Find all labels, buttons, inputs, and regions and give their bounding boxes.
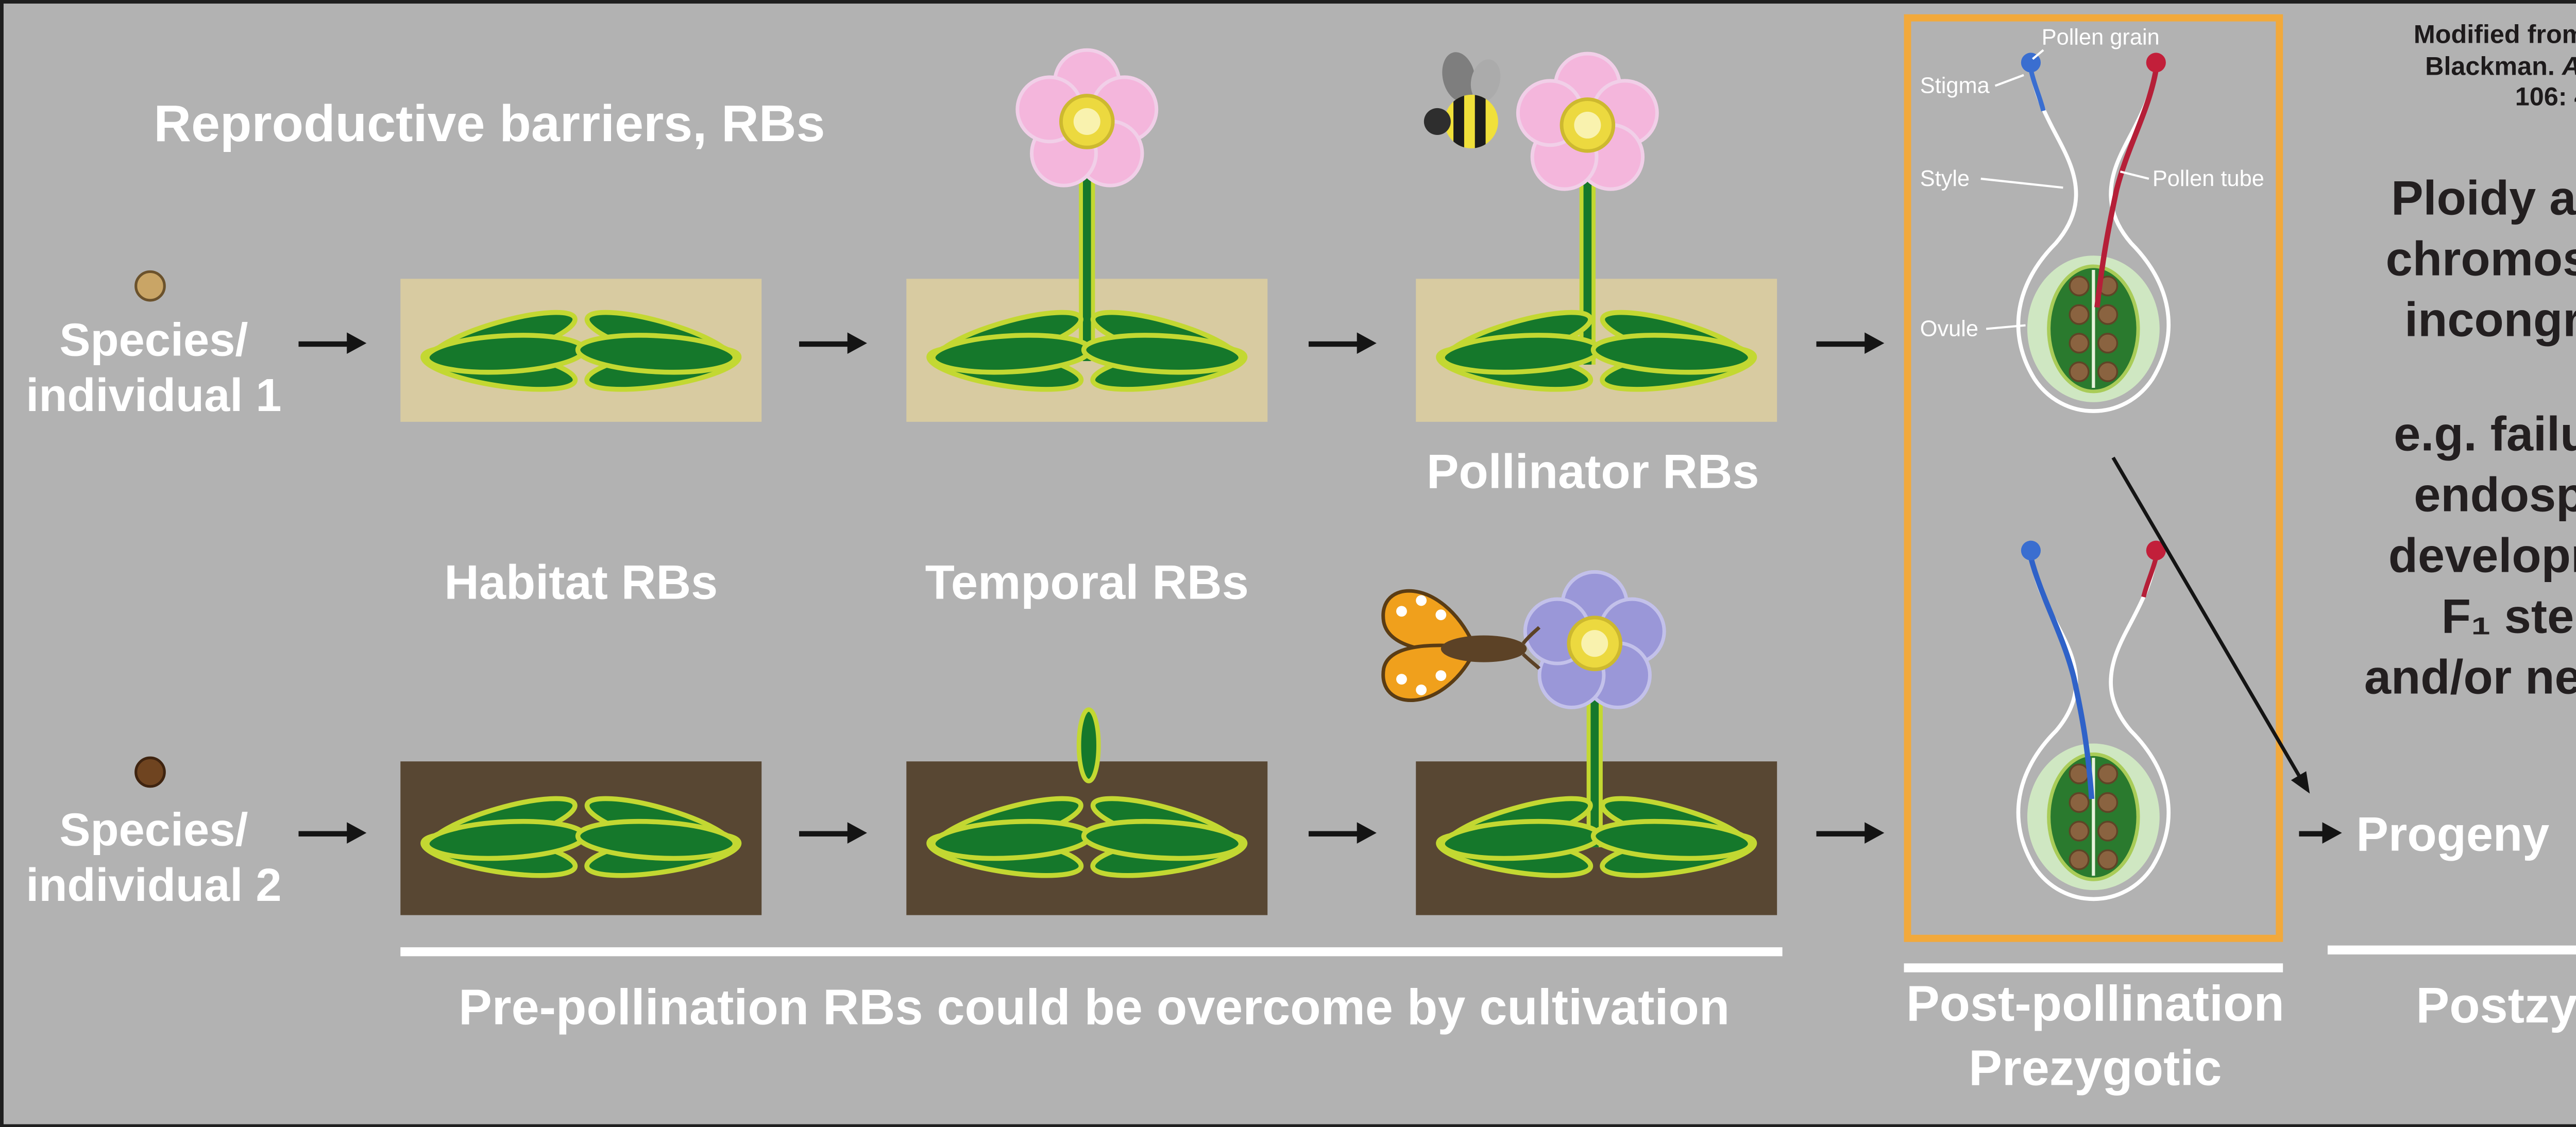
flow-arrow	[298, 821, 367, 843]
label-ovule: Ovule	[1920, 316, 1978, 341]
label-stigma: Stigma	[1920, 73, 1990, 98]
seed-icon-species2	[134, 756, 166, 788]
stage-label-temporal: Temporal RBs	[925, 556, 1249, 610]
post-pollination-box: Pollen grain Stigma Style Pollen tube Ov…	[1904, 14, 2283, 942]
pistil-diagrams: Pollen grain Stigma Style Pollen tube Ov…	[1920, 25, 2264, 935]
attribution-line1: Modified from Rieseberg and	[2413, 21, 2576, 50]
postzygotic-underline	[2327, 945, 2576, 954]
postzygotic-label: Postzygotic	[2416, 978, 2576, 1033]
bud-plant-icon	[1076, 707, 1101, 783]
attribution: Modified from Rieseberg and Blackman. An…	[2396, 22, 2576, 115]
prepollination-label: Pre-pollination RBs could be overcome by…	[459, 979, 1730, 1035]
species2-label: Species/ individual 2	[26, 802, 282, 912]
flow-arrow	[1816, 331, 1885, 353]
flow-arrow	[298, 331, 367, 353]
flow-arrow	[1309, 331, 1377, 353]
postpollination-label-line1: Post-pollination	[1906, 976, 2284, 1032]
prepollination-underline	[400, 947, 1783, 957]
attribution-line3: 106: 439-455	[2515, 84, 2576, 113]
postpollination-label-line2: Prezygotic	[1969, 1040, 2222, 1096]
stage-label-pollinator: Pollinator RBs	[1427, 445, 1759, 499]
flowering-plant-pink-icon	[1015, 43, 1159, 361]
figure-title: Reproductive barriers, RBs	[154, 96, 825, 154]
incongruity-line: incongruity:	[2404, 293, 2576, 347]
species1-label: Species/ individual 1	[26, 313, 282, 422]
label-pollen-tube: Pollen tube	[2153, 166, 2264, 191]
incongruity-line: and/or necrosis	[2364, 651, 2576, 705]
incongruity-line: Ploidy and/or	[2391, 172, 2576, 226]
postpollination-underline	[1904, 963, 2283, 972]
incongruity-line: endosperm	[2414, 468, 2576, 522]
rosette-plant-icon	[415, 293, 747, 411]
flow-arrow	[1816, 821, 1885, 843]
incongruity-arrow	[2111, 456, 2310, 794]
progeny-label: Progeny	[2356, 808, 2550, 862]
incongruity-text: Ploidy and/or chromosomal incongruity: e…	[2302, 168, 2576, 708]
flow-arrow	[2299, 821, 2342, 843]
label-pollen-grain: Pollen grain	[2042, 25, 2160, 50]
incongruity-line: chromosomal	[2385, 232, 2576, 286]
bee-icon	[1423, 52, 1501, 149]
rosette-plant-icon	[1430, 779, 1762, 897]
flow-arrow	[799, 331, 867, 353]
flow-arrow	[1309, 821, 1377, 843]
incongruity-line: e.g. failure of	[2394, 407, 2576, 462]
rosette-plant-icon	[415, 779, 747, 897]
rosette-plant-icon	[921, 779, 1253, 897]
stage-label-habitat: Habitat RBs	[444, 556, 718, 610]
incongruity-line: F₁ sterile	[2441, 590, 2576, 644]
label-style: Style	[1920, 166, 1970, 191]
pistil-labels: Pollen grain Stigma Style Pollen tube Ov…	[1920, 25, 2264, 341]
incongruity-gap	[2302, 350, 2576, 404]
attribution-line2: Blackman. Ann. Bot. (2010)	[2425, 53, 2576, 81]
flow-arrow	[799, 821, 867, 843]
flowering-plant-purple-icon	[1523, 565, 1666, 847]
incongruity-line: development,	[2388, 529, 2576, 583]
rosette-plant-icon	[1430, 293, 1762, 411]
pistil-diagram-top	[2018, 53, 2168, 411]
butterfly-icon	[1381, 589, 1541, 703]
rosette-plant-icon	[921, 293, 1253, 411]
seed-icon-species1	[134, 270, 166, 302]
pistil-diagram-bottom	[2018, 540, 2168, 899]
